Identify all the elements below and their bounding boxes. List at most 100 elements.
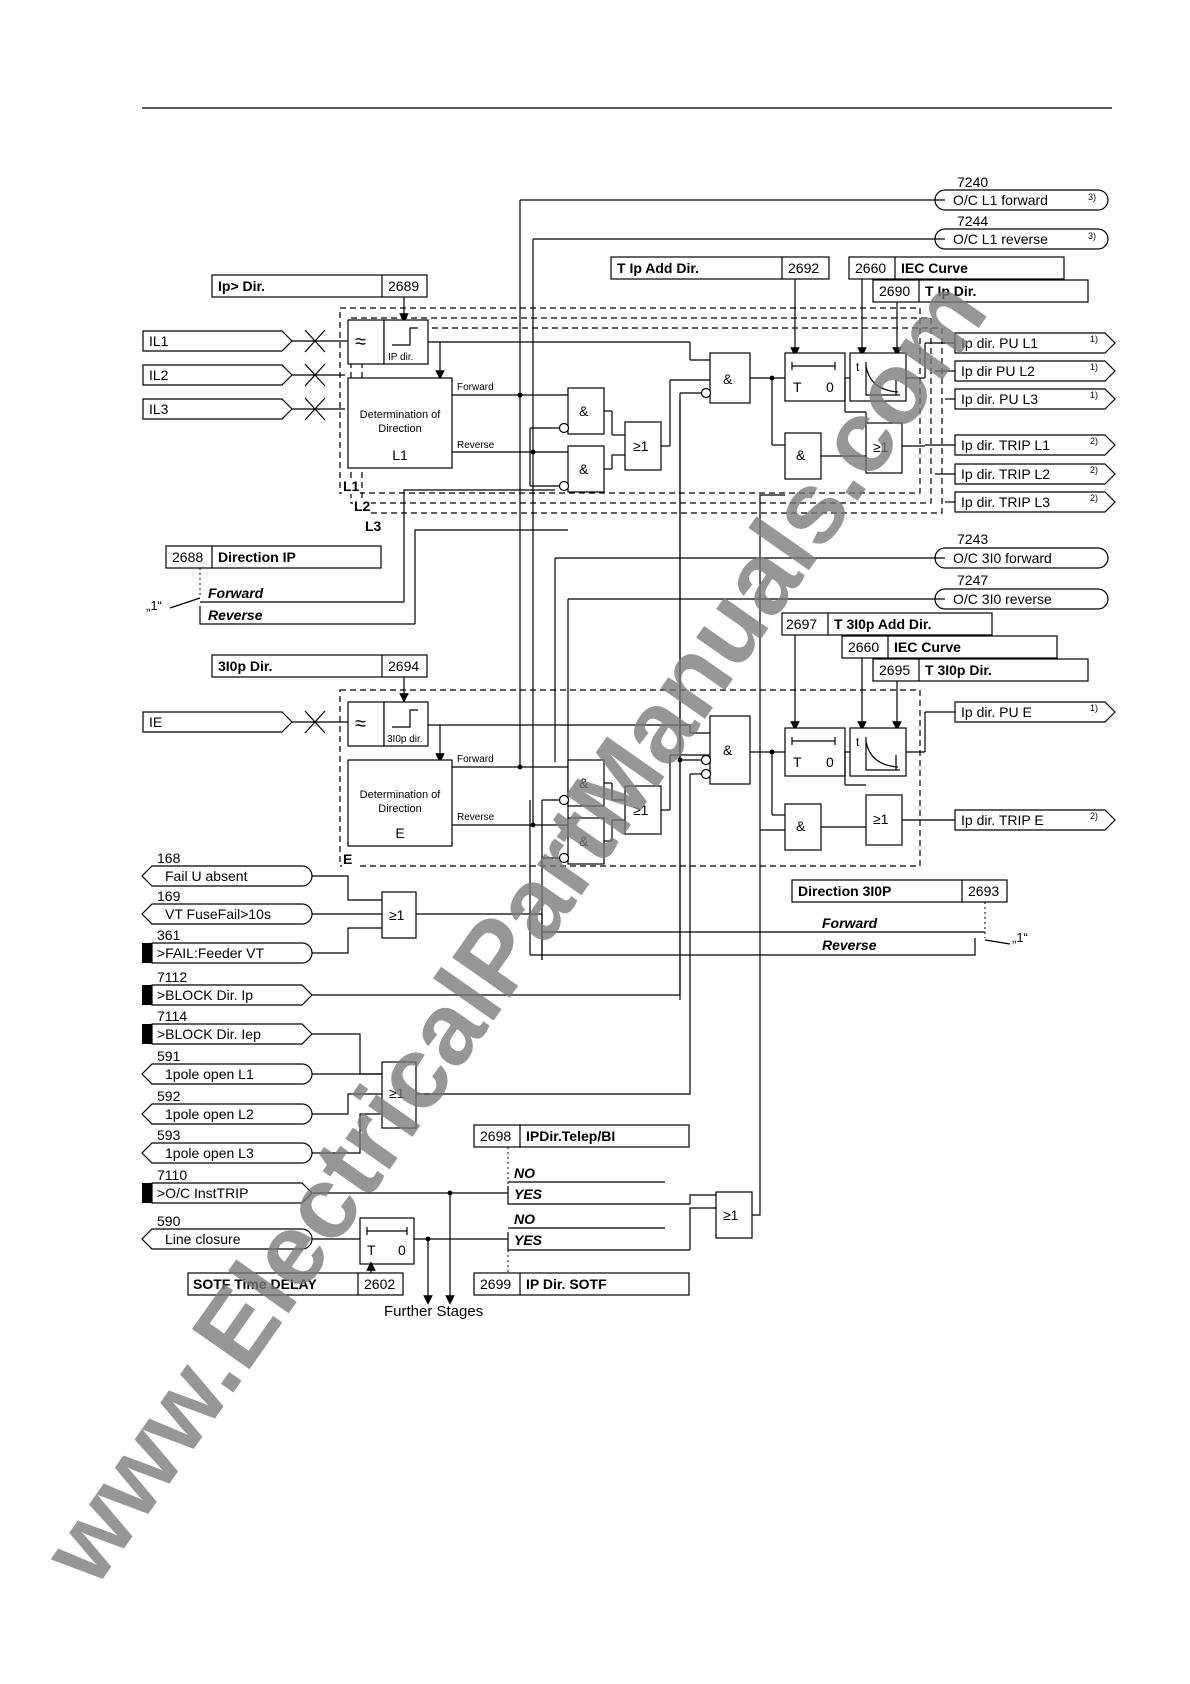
output-7240: 7240 O/C L1 forward 3) xyxy=(934,174,1109,211)
svg-text:169: 169 xyxy=(157,888,181,904)
output-pu-e: Ip dir. PU E 1) xyxy=(954,701,1116,723)
curve-block-l: t xyxy=(849,352,907,402)
and-gate-forward-l: & xyxy=(567,387,605,435)
svg-text:1): 1) xyxy=(1090,362,1098,372)
input-il2: IL2 xyxy=(142,364,293,386)
svg-text:≥1: ≥1 xyxy=(723,1207,739,1223)
svg-text:&: & xyxy=(796,818,806,834)
svg-text:Ip> Dir.: Ip> Dir. xyxy=(218,278,265,294)
svg-text:t: t xyxy=(856,360,860,374)
svg-text:t: t xyxy=(856,735,860,749)
svg-text:VT FuseFail>10s: VT FuseFail>10s xyxy=(165,906,271,922)
svg-text:IE: IE xyxy=(149,714,162,730)
param-t-ip-add-dir: T Ip Add Dir. 2692 xyxy=(610,256,830,280)
svg-text:2690: 2690 xyxy=(879,283,910,299)
input-il3: IL3 xyxy=(142,398,293,420)
svg-text:„1“: „1“ xyxy=(1012,930,1028,945)
svg-text:2699: 2699 xyxy=(480,1276,511,1292)
svg-text:L1: L1 xyxy=(392,447,408,463)
svg-text:3): 3) xyxy=(1088,192,1096,202)
input-ie: IE xyxy=(142,711,293,733)
curve-block-e: t xyxy=(849,727,907,777)
svg-text:≥1: ≥1 xyxy=(389,1085,405,1101)
or-gate-trip-l: ≥1 xyxy=(865,422,903,474)
svg-text:2): 2) xyxy=(1090,493,1098,503)
bi-169: 169 VT FuseFail>10s xyxy=(141,888,313,925)
svg-text:1): 1) xyxy=(1090,703,1098,713)
svg-text:7112: 7112 xyxy=(157,969,187,985)
param-t-3i0p-add-dir: 2697 T 3I0p Add Dir. xyxy=(781,612,993,636)
svg-text:T: T xyxy=(367,1242,376,1258)
svg-text:SOTF Time DELAY: SOTF Time DELAY xyxy=(193,1276,317,1292)
svg-text:7247: 7247 xyxy=(957,572,988,588)
output-pu-l3: Ip dir. PU L3 1) xyxy=(954,388,1116,410)
svg-text:2602: 2602 xyxy=(364,1276,395,1292)
selector-telep: NO YES xyxy=(507,1165,665,1205)
svg-text:IEC Curve: IEC Curve xyxy=(894,639,961,655)
param-sotf-time-delay: SOTF Time DELAY 2602 xyxy=(187,1272,404,1296)
svg-text:≈: ≈ xyxy=(355,713,366,735)
svg-text:2698: 2698 xyxy=(480,1128,511,1144)
svg-text:2660: 2660 xyxy=(848,639,879,655)
bi-7114: 7114 >BLOCK Dir. Iep xyxy=(142,1008,313,1045)
svg-text:Direction IP: Direction IP xyxy=(218,549,296,565)
svg-text:2693: 2693 xyxy=(968,883,999,899)
further-stages-label: Further Stages xyxy=(384,1303,483,1320)
svg-text:&: & xyxy=(723,742,733,758)
svg-text:IPDir.Telep/BI: IPDir.Telep/BI xyxy=(526,1128,615,1144)
svg-text:Determination of: Determination of xyxy=(360,789,442,801)
svg-text:IL3: IL3 xyxy=(149,401,169,417)
svg-text:3I0p Dir.: 3I0p Dir. xyxy=(218,658,272,674)
svg-text:2688: 2688 xyxy=(172,549,203,565)
svg-text:Forward: Forward xyxy=(457,754,494,765)
output-pu-l1: Ip dir. PU L1 1) xyxy=(954,332,1116,354)
and-gate-reverse-e: & xyxy=(567,817,605,865)
svg-text:Ip dir. PU L3: Ip dir. PU L3 xyxy=(961,391,1038,407)
svg-text:E: E xyxy=(343,851,352,867)
bi-591: 591 1pole open L1 xyxy=(141,1048,313,1085)
svg-text:Ip dir. PU E: Ip dir. PU E xyxy=(961,704,1032,720)
svg-text:NO: NO xyxy=(514,1211,535,1227)
svg-text:T Ip Dir.: T Ip Dir. xyxy=(925,283,976,299)
svg-text:7240: 7240 xyxy=(957,174,988,190)
svg-text:>O/C InstTRIP: >O/C InstTRIP xyxy=(157,1185,248,1201)
svg-text:O/C 3I0 forward: O/C 3I0 forward xyxy=(953,550,1052,566)
svg-text:L1: L1 xyxy=(343,478,360,494)
svg-text:L2: L2 xyxy=(354,498,371,514)
and-gate-reverse-l: & xyxy=(567,445,605,493)
svg-text:Line closure: Line closure xyxy=(165,1231,241,1247)
svg-text:2660: 2660 xyxy=(855,260,886,276)
svg-text:T 3I0p Dir.: T 3I0p Dir. xyxy=(925,662,992,678)
svg-text:2): 2) xyxy=(1090,465,1098,475)
or-gate-sotf: ≥1 xyxy=(715,1191,753,1239)
timer-block-l: T 0 xyxy=(784,352,846,402)
svg-text:1pole open L1: 1pole open L1 xyxy=(165,1066,254,1082)
svg-text:Direction: Direction xyxy=(378,803,421,815)
svg-text:T 3I0p Add Dir.: T 3I0p Add Dir. xyxy=(834,616,932,632)
svg-text:0: 0 xyxy=(826,754,834,770)
svg-text:Forward: Forward xyxy=(208,585,264,601)
svg-text:Forward: Forward xyxy=(457,382,494,393)
output-trip-e: Ip dir. TRIP E 2) xyxy=(954,809,1116,831)
svg-text:1): 1) xyxy=(1090,334,1098,344)
svg-text:&: & xyxy=(579,833,589,849)
earth-frame: E xyxy=(339,689,921,867)
svg-text:L3: L3 xyxy=(365,518,382,534)
svg-text:T: T xyxy=(793,754,802,770)
output-7243: 7243 O/C 3I0 forward xyxy=(934,531,1109,569)
bi-590: 590 Line closure xyxy=(141,1213,313,1250)
svg-text:IP dir.: IP dir. xyxy=(388,352,413,363)
param-3i0p-dir: 3I0p Dir. 2694 xyxy=(211,654,428,678)
selector-sotf: NO YES xyxy=(507,1211,690,1251)
svg-text:>BLOCK Dir. Ip: >BLOCK Dir. Ip xyxy=(157,987,253,1003)
svg-text:7110: 7110 xyxy=(157,1167,187,1183)
bi-168: 168 Fail U absent xyxy=(141,850,313,887)
svg-text:>FAIL:Feeder VT: >FAIL:Feeder VT xyxy=(157,945,264,961)
svg-text:2692: 2692 xyxy=(788,260,819,276)
and-gate-trip-e: & xyxy=(784,803,822,851)
svg-text:592: 592 xyxy=(157,1088,181,1104)
svg-text:593: 593 xyxy=(157,1127,181,1143)
selector-direction-3i0p: Forward Reverse xyxy=(530,915,985,956)
output-trip-l3: Ip dir. TRIP L3 2) xyxy=(954,491,1116,513)
or-gate-vt-fail: ≥1 xyxy=(381,891,417,939)
